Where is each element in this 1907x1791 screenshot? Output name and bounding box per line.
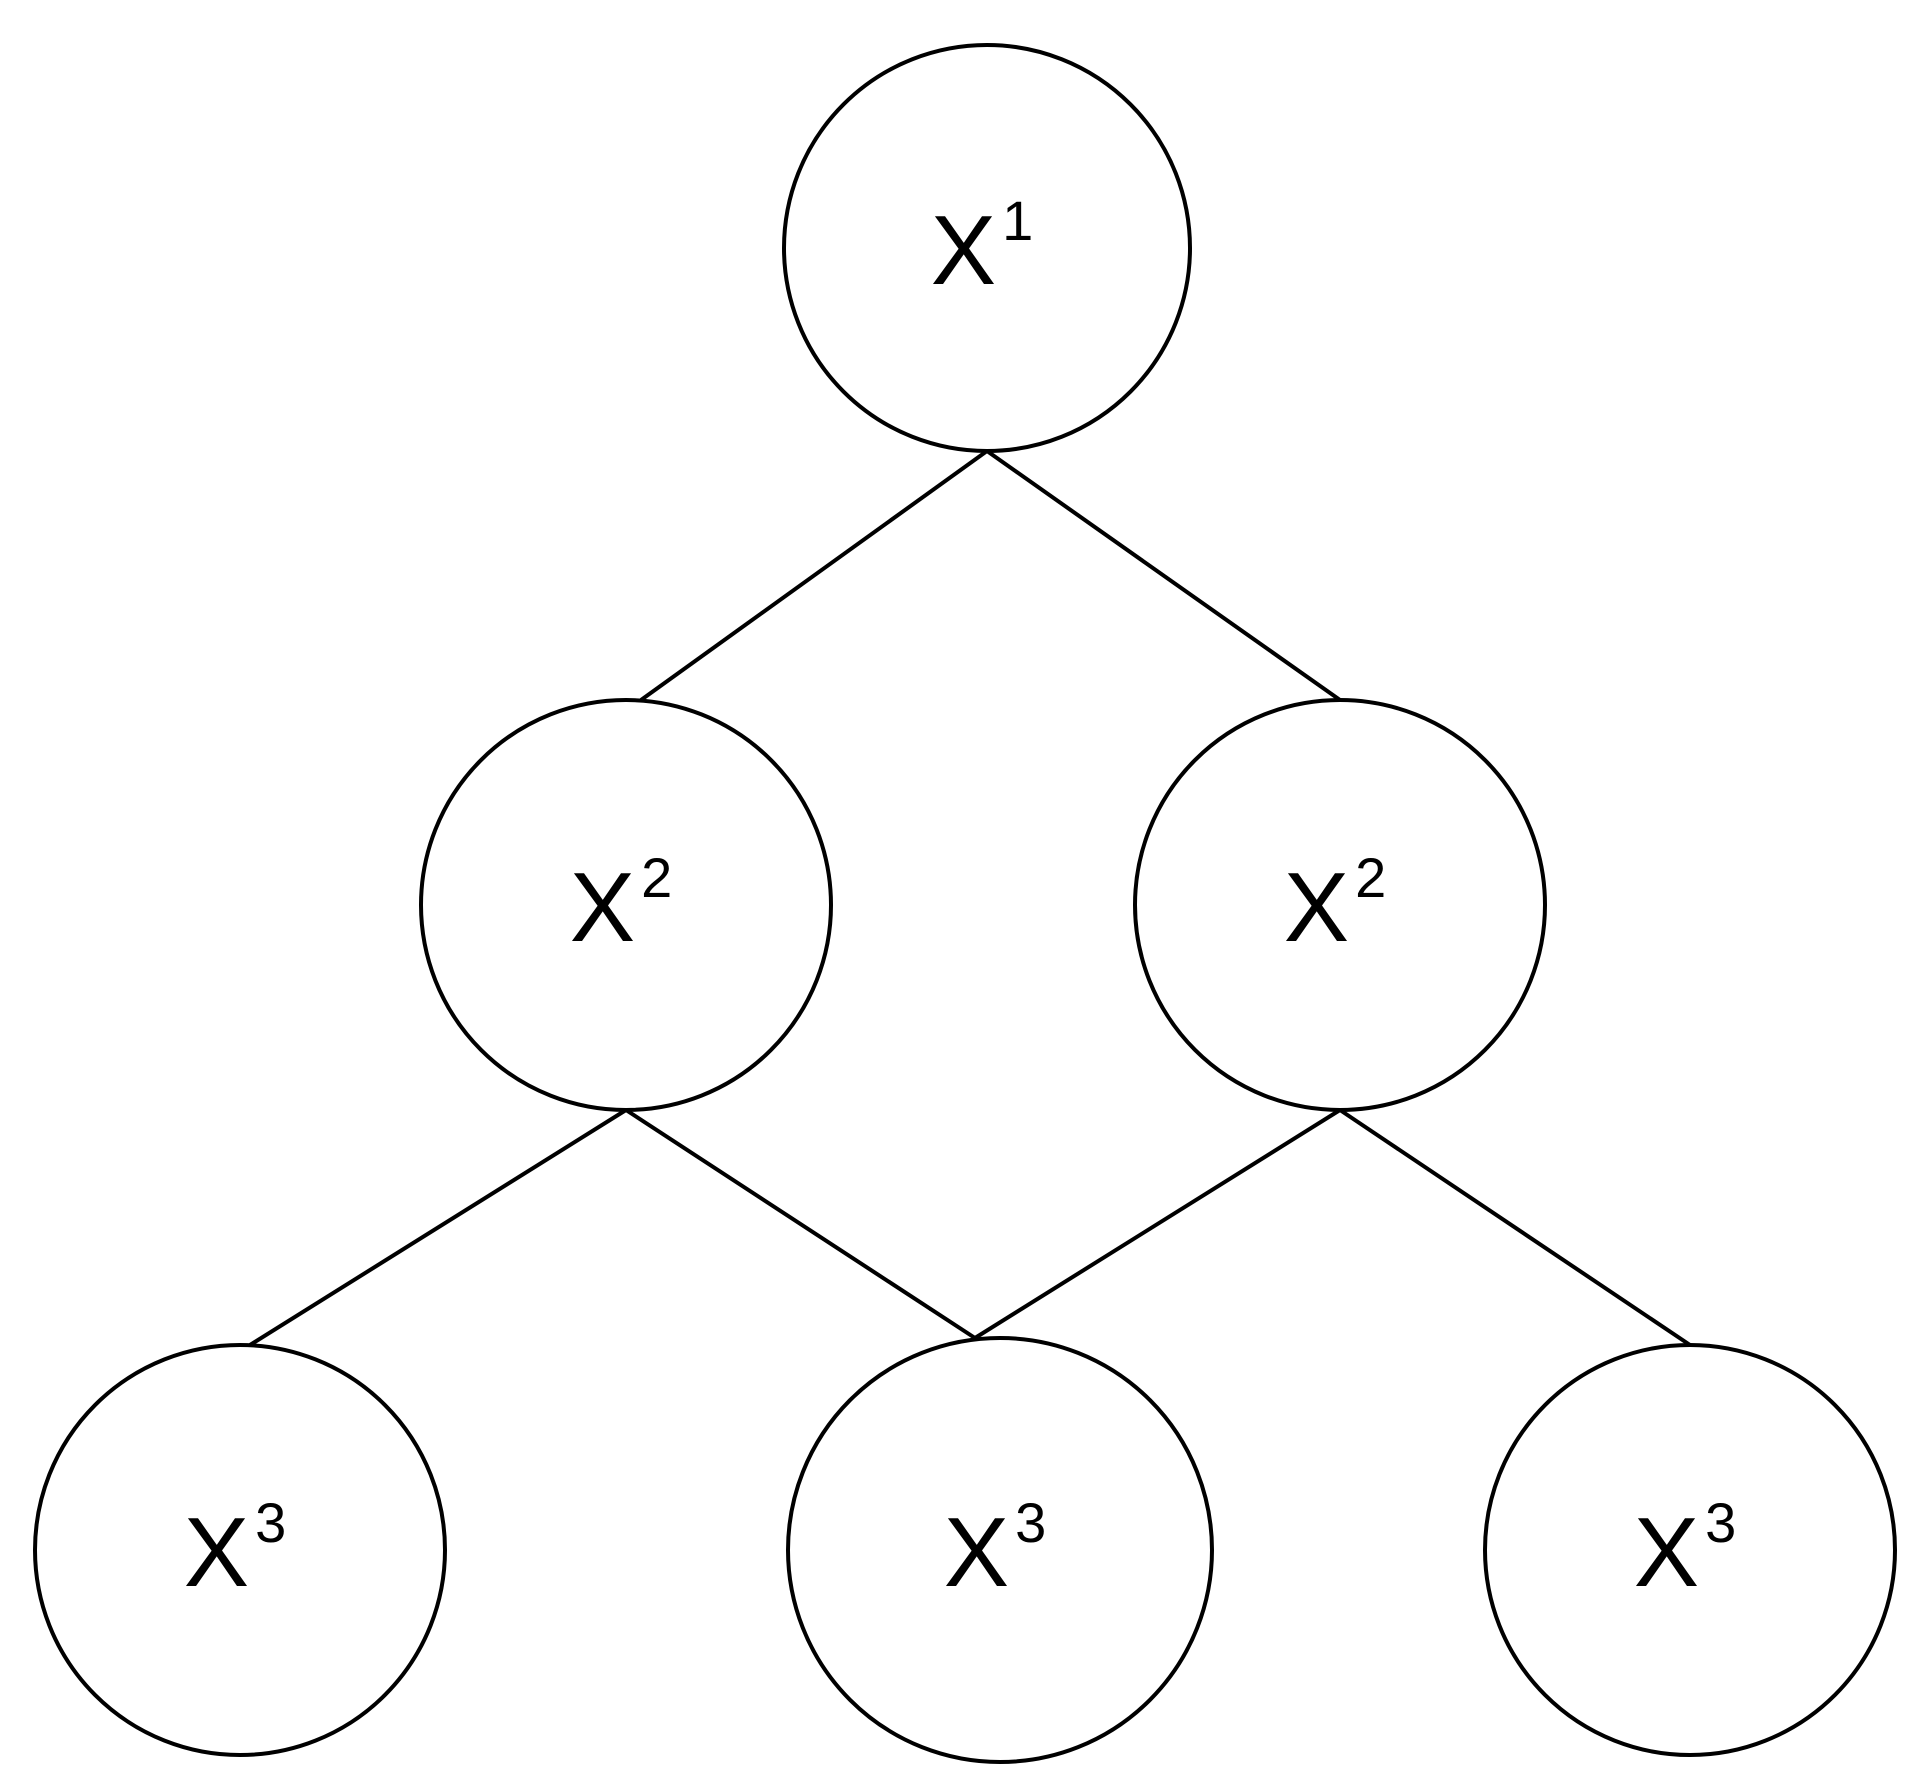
- edges-layer: [248, 449, 1692, 1347]
- edge-n1-to-n2a: [639, 449, 989, 702]
- node-label-base: X: [1634, 1497, 1699, 1607]
- node-label-superscript: 3: [255, 1491, 286, 1554]
- node-label-base: X: [931, 195, 996, 305]
- edge-n2b-to-n3c: [1338, 1108, 1692, 1347]
- edge-n2a-to-n3b: [624, 1108, 977, 1340]
- node-label-superscript: 3: [1015, 1491, 1046, 1554]
- node-label-superscript: 3: [1705, 1491, 1736, 1554]
- node-label-base: X: [944, 1497, 1009, 1607]
- node-label-superscript: 2: [641, 846, 672, 909]
- node-label-superscript: 2: [1355, 846, 1386, 909]
- node-label-base: X: [570, 852, 635, 962]
- node-label-superscript: 1: [1002, 189, 1033, 252]
- node-circle: [1483, 1343, 1897, 1757]
- edge-n1-to-n2b: [985, 449, 1342, 702]
- node-circle: [419, 698, 833, 1112]
- node-circle: [782, 43, 1192, 453]
- edge-n2a-to-n3a: [248, 1108, 628, 1347]
- node-label-base: X: [1284, 852, 1349, 962]
- edge-n2b-to-n3b: [973, 1108, 1342, 1340]
- node-label-base: X: [184, 1497, 249, 1607]
- node-circle: [786, 1336, 1214, 1764]
- node-circle: [1133, 698, 1547, 1112]
- node-circle: [33, 1343, 447, 1757]
